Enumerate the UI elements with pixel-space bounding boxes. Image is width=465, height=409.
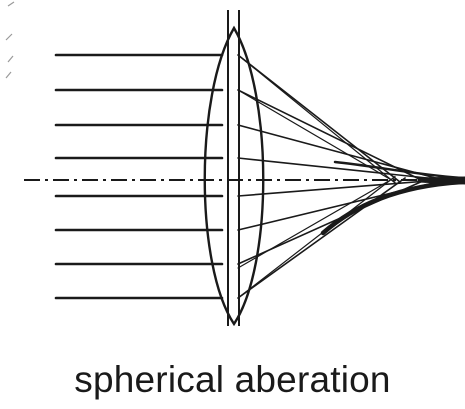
incoming-rays <box>54 53 224 300</box>
focal-spot <box>417 176 465 185</box>
caustic-curve-icon <box>320 160 465 236</box>
caustic-curve-lower <box>320 179 465 236</box>
edge-scan-marks <box>5 1 15 79</box>
diagram-caption: spherical aberation <box>74 359 391 400</box>
crossing-ray <box>237 54 396 184</box>
crossing-ray <box>237 175 396 299</box>
refracted-rays <box>237 54 465 299</box>
convex-lens-icon <box>203 10 265 327</box>
lens-outline <box>203 25 265 327</box>
caustic-curve-upper <box>333 160 464 180</box>
crossing-ray <box>237 176 396 269</box>
